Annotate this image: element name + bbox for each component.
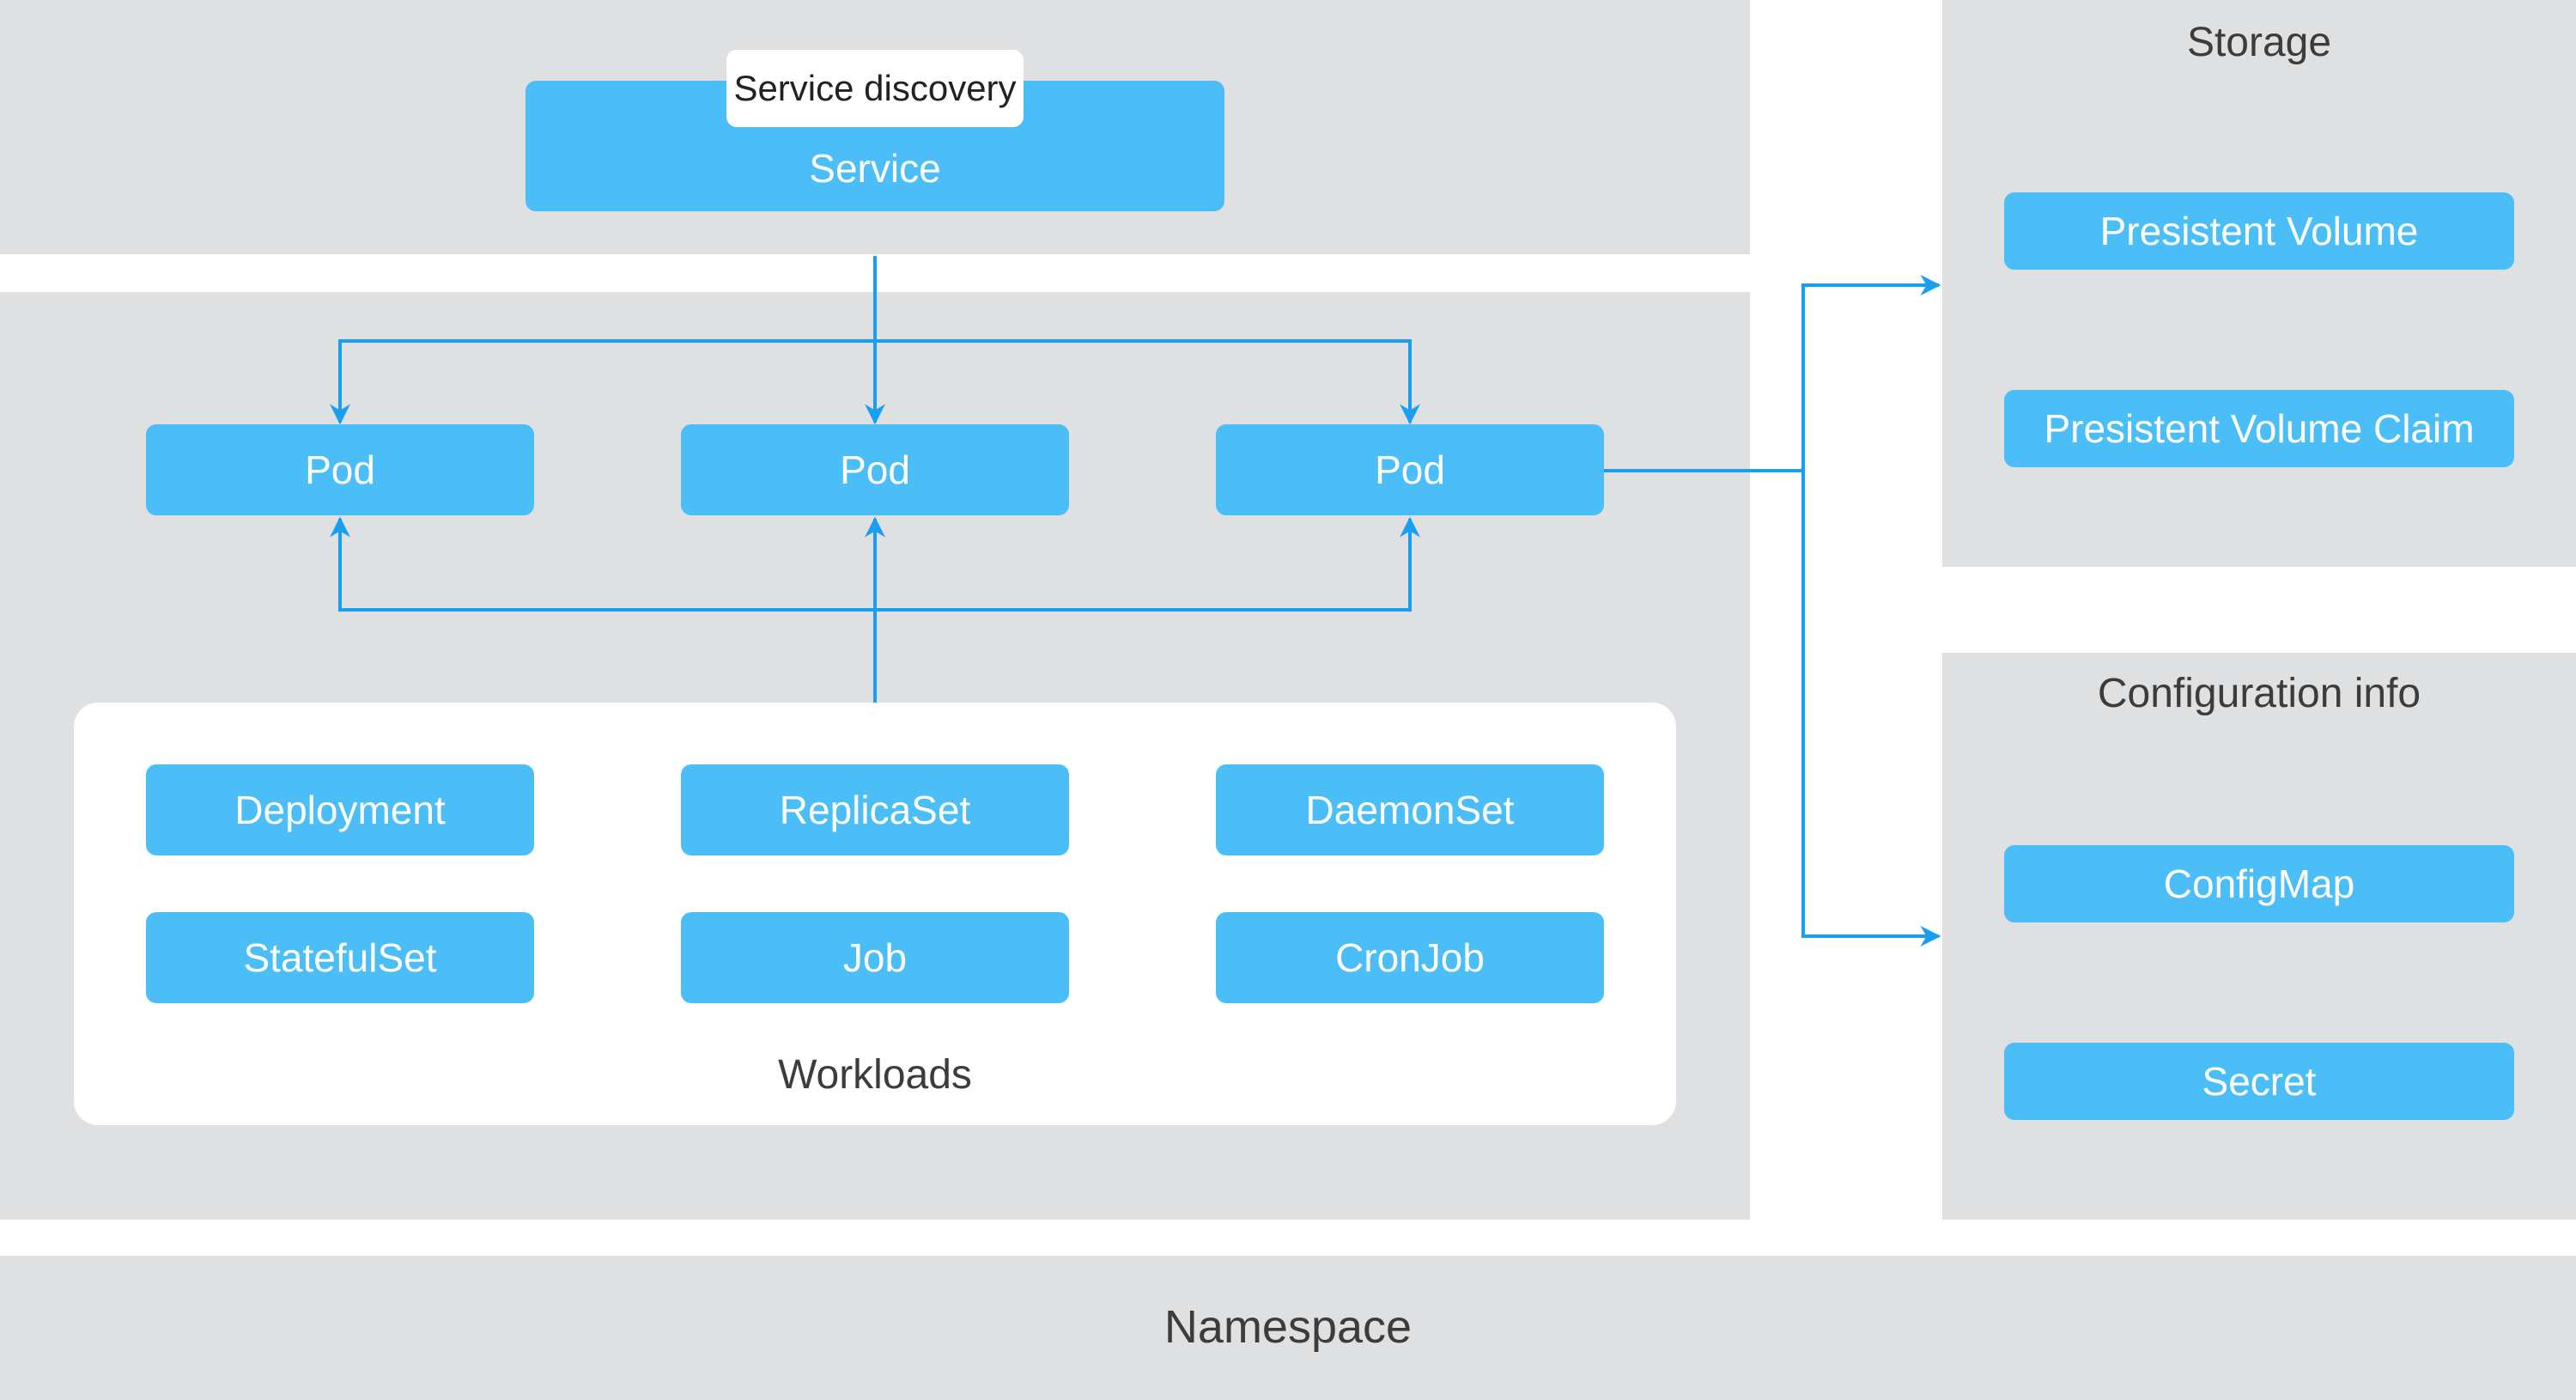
pod-box-3: Pod [1216,424,1604,515]
config-secret: Secret [2004,1043,2514,1120]
workload-deployment: Deployment [146,764,534,855]
workload-daemonset: DaemonSet [1216,764,1604,855]
storage-persistent-volume: Presistent Volume [2004,192,2514,270]
workloads-to-pod-right-arrow [875,516,1420,612]
configuration-title: Configuration info [2097,671,2421,716]
namespace-label: Namespace [1163,1301,1413,1353]
storage-item-label: Presistent Volume [2099,209,2419,253]
workload-label: Deployment [234,788,446,832]
workload-label: DaemonSet [1305,788,1515,832]
workload-cronjob: CronJob [1216,912,1604,1003]
service-discovery-tag: Service discovery [726,50,1024,127]
workload-label: Job [842,935,908,980]
workload-statefulset: StatefulSet [146,912,534,1003]
configuration-panel [1942,653,2576,1220]
namespace-panel [0,1256,2576,1400]
pod-to-config-arrow [1801,471,1941,947]
workload-replicaset: ReplicaSet [681,764,1069,855]
pod-to-storage-arrow [1604,275,1941,472]
workload-label: StatefulSet [243,935,437,980]
config-item-label: Secret [2202,1059,2317,1104]
storage-panel [1942,0,2576,567]
config-configmap: ConfigMap [2004,845,2514,922]
service-to-pod-left-arrow [330,339,875,425]
pod-label-1: Pod [305,447,375,492]
workloads-title: Workloads [778,1052,972,1098]
storage-persistent-volume-claim: Presistent Volume Claim [2004,390,2514,467]
service-label: Service [809,146,941,191]
service-discovery-label: Service discovery [733,68,1017,108]
pod-box-1: Pod [146,424,534,515]
storage-title: Storage [2186,20,2332,65]
service-to-pod-right-arrow [875,339,1420,425]
workload-label: ReplicaSet [779,788,971,832]
workload-job: Job [681,912,1069,1003]
pod-label-2: Pod [840,447,910,492]
config-item-label: ConfigMap [2163,861,2355,906]
pod-box-2: Pod [681,424,1069,515]
workload-label: CronJob [1335,935,1485,980]
pod-label-3: Pod [1375,447,1445,492]
workloads-to-pod-left-arrow [330,516,875,612]
storage-item-label: Presistent Volume Claim [2044,406,2475,451]
